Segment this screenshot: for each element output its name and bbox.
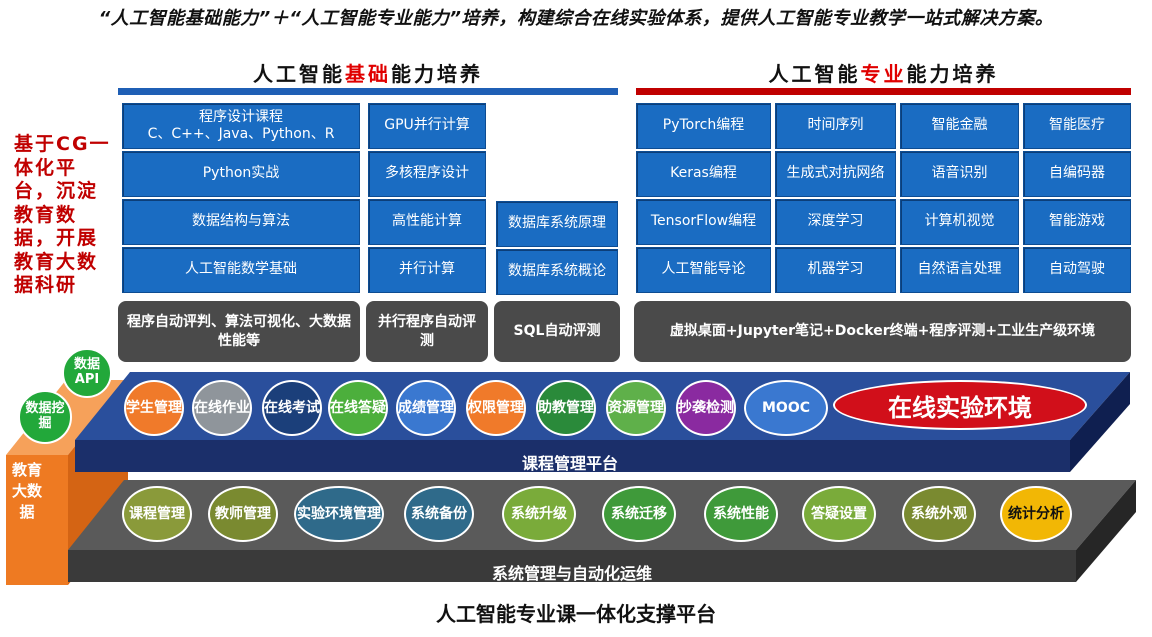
basic-column-1: 程序设计课程 C、C++、Java、Python、R Python实战 数据结构… — [122, 103, 360, 293]
tile-smart-finance[interactable]: 智能金融 — [900, 103, 1019, 149]
gray-auto-judge[interactable]: 程序自动评判、算法可视化、大数据性能等 — [118, 301, 360, 362]
circle-course-mgmt[interactable]: 课程管理 — [122, 486, 192, 542]
circle-data-api[interactable]: 数据API — [62, 348, 112, 398]
tile-speech[interactable]: 语音识别 — [900, 151, 1019, 197]
gray-sql-eval[interactable]: SQL自动评测 — [494, 301, 620, 362]
gray-parallel-eval[interactable]: 并行程序自动评测 — [366, 301, 488, 362]
tile-deep-learning[interactable]: 深度学习 — [775, 199, 896, 245]
system-circles-row: 课程管理 教师管理 实验环境管理 系统备份 系统升级 系统迁移 系统性能 答疑设… — [122, 486, 1072, 546]
basic-section-title: 人工智能基础能力培养 — [253, 62, 483, 86]
tile-programming-courses[interactable]: 程序设计课程 C、C++、Java、Python、R — [122, 103, 360, 149]
tile-ml[interactable]: 机器学习 — [775, 247, 896, 293]
bottom-title: 人工智能专业课一体化支撑平台 — [436, 602, 716, 626]
circle-online-exam[interactable]: 在线考试 — [262, 380, 322, 436]
system-platform-label: 系统管理与自动化运维 — [491, 564, 652, 583]
circle-system-migration[interactable]: 系统迁移 — [602, 486, 676, 542]
tile-gpu[interactable]: GPU并行计算 — [368, 103, 486, 149]
side-bar-label: 教育大数据 — [11, 461, 42, 521]
tile-ai-intro[interactable]: 人工智能导论 — [636, 247, 771, 293]
gray-pro-environment[interactable]: 虚拟桌面+Jupyter笔记+Docker终端+程序评测+工业生产级环境 — [634, 301, 1131, 362]
tile-nlp[interactable]: 自然语言处理 — [900, 247, 1019, 293]
tile-smart-medical[interactable]: 智能医疗 — [1023, 103, 1131, 149]
tile-auto-driving[interactable]: 自动驾驶 — [1023, 247, 1131, 293]
circle-grades-mgmt[interactable]: 成绩管理 — [396, 380, 456, 436]
basic-section-bar — [118, 88, 618, 95]
circle-system-performance[interactable]: 系统性能 — [704, 486, 778, 542]
circle-mooc[interactable]: MOOC — [744, 380, 828, 436]
circle-online-qa[interactable]: 在线答疑 — [328, 380, 388, 436]
pro-section-bar — [636, 88, 1131, 95]
circle-ta-mgmt[interactable]: 助教管理 — [536, 380, 596, 436]
tile-python[interactable]: Python实战 — [122, 151, 360, 197]
circle-statistics[interactable]: 统计分析 — [1000, 486, 1072, 542]
tile-cv[interactable]: 计算机视觉 — [900, 199, 1019, 245]
tile-gan[interactable]: 生成式对抗网络 — [775, 151, 896, 197]
basic-column-3: 数据库系统原理 数据库系统概论 — [496, 201, 618, 295]
basic-column-2: GPU并行计算 多核程序设计 高性能计算 并行计算 — [368, 103, 486, 293]
circle-teacher-mgmt[interactable]: 教师管理 — [208, 486, 278, 542]
circle-student-mgmt[interactable]: 学生管理 — [124, 380, 184, 436]
tile-data-structures[interactable]: 数据结构与算法 — [122, 199, 360, 245]
tile-db-intro[interactable]: 数据库系统概论 — [496, 249, 618, 295]
course-platform-label: 课程管理平台 — [521, 454, 618, 473]
tile-smart-game[interactable]: 智能游戏 — [1023, 199, 1131, 245]
tile-multicore[interactable]: 多核程序设计 — [368, 151, 486, 197]
left-research-text: 基于CG一体化平台，沉淀教育数据，开展教育大数据科研 — [14, 133, 111, 297]
top-banner: “人工智能基础能力”＋“人工智能专业能力”培养，构建综合在线实验体系，提供人工智… — [98, 8, 1054, 29]
circle-online-homework[interactable]: 在线作业 — [192, 380, 252, 436]
tile-pytorch[interactable]: PyTorch编程 — [636, 103, 771, 149]
circle-qa-settings[interactable]: 答疑设置 — [802, 486, 876, 542]
online-env-ellipse[interactable]: 在线实验环境 — [833, 380, 1087, 430]
tile-autoencoder[interactable]: 自编码器 — [1023, 151, 1131, 197]
course-circles-row: 学生管理 在线作业 在线考试 在线答疑 成绩管理 权限管理 助教管理 资源管理 … — [124, 380, 834, 440]
tile-db-principles[interactable]: 数据库系统原理 — [496, 201, 618, 247]
circle-plagiarism-check[interactable]: 抄袭检测 — [676, 380, 736, 436]
tile-keras[interactable]: Keras编程 — [636, 151, 771, 197]
circle-system-appearance[interactable]: 系统外观 — [902, 486, 976, 542]
pro-tiles-grid: PyTorch编程 时间序列 智能金融 智能医疗 Keras编程 生成式对抗网络… — [636, 103, 1131, 293]
circle-system-upgrade[interactable]: 系统升级 — [502, 486, 576, 542]
circle-resource-mgmt[interactable]: 资源管理 — [606, 380, 666, 436]
tile-time-series[interactable]: 时间序列 — [775, 103, 896, 149]
pro-section-title: 人工智能专业能力培养 — [768, 62, 999, 86]
circle-data-mining[interactable]: 数据挖掘 — [18, 390, 72, 444]
tile-tensorflow[interactable]: TensorFlow编程 — [636, 199, 771, 245]
circle-lab-env-mgmt[interactable]: 实验环境管理 — [294, 486, 384, 542]
circle-system-backup[interactable]: 系统备份 — [404, 486, 474, 542]
tile-parallel[interactable]: 并行计算 — [368, 247, 486, 293]
tile-hpc[interactable]: 高性能计算 — [368, 199, 486, 245]
tile-ai-math[interactable]: 人工智能数学基础 — [122, 247, 360, 293]
circle-permission-mgmt[interactable]: 权限管理 — [466, 380, 526, 436]
